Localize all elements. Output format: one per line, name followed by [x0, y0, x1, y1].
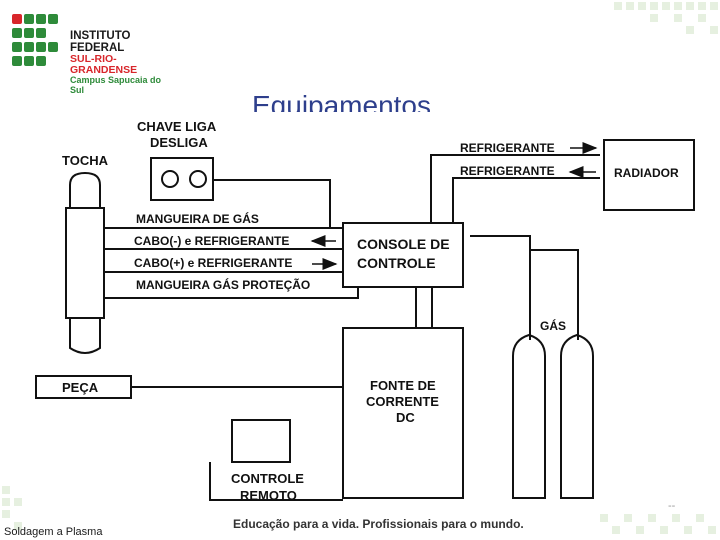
slide-title: Equipamentos: [252, 90, 432, 112]
radiator-label: RADIADOR: [614, 166, 679, 180]
console-label-line-2: CONTROLE: [357, 255, 436, 271]
logo-line-3: Campus Sapucaia do Sul: [70, 75, 162, 95]
page-number: --: [668, 500, 676, 512]
remote-label-line-2: REMOTO: [240, 488, 297, 503]
remote-cable-line: [209, 462, 343, 501]
switch-right-icon: [189, 170, 207, 188]
shielding-gas-hose-label: MANGUEIRA GÁS PROTEÇÃO: [136, 277, 310, 292]
control-console-box: [342, 222, 464, 288]
logo-line-1: INSTITUTO FEDERAL: [70, 30, 131, 55]
logo-mark-icon: [12, 14, 58, 66]
decorative-grid-top-right: [614, 2, 718, 34]
switch-label-line-1: CHAVE LIGA: [137, 119, 217, 134]
gas-line-to-cylinders: [470, 235, 531, 340]
console-label-line-1: CONSOLE DE: [357, 236, 450, 252]
footer-slogan: Educação para a vida. Profissionais para…: [233, 517, 524, 531]
shielding-gas-hose-line: [104, 287, 359, 299]
torch-tip-icon: [69, 318, 101, 354]
gas-line-to-cylinder-2: [530, 249, 579, 340]
torch-label: TOCHA: [62, 153, 109, 168]
torch-body: [65, 207, 105, 319]
power-source-label-line-1: FONTE DE: [370, 378, 436, 393]
power-source-label-line-3: DC: [396, 410, 415, 425]
refrigerant-line-1: [430, 154, 600, 223]
gas-cylinder-2-icon: [560, 333, 594, 499]
positive-cable-label: CABO(+) e REFRIGERANTE: [134, 256, 292, 270]
refrigerant-line-2: [452, 177, 600, 223]
remote-label-line-1: CONTROLE: [231, 471, 304, 486]
footer-course-name: Soldagem a Plasma: [4, 526, 103, 538]
gas-cylinder-1-icon: [512, 333, 546, 499]
torch-head-icon: [69, 171, 101, 208]
decorative-grid-bottom-left: [2, 486, 22, 530]
switch-left-icon: [161, 170, 179, 188]
on-off-switch-box: [150, 157, 214, 201]
power-source-label-line-2: CORRENTE: [366, 394, 439, 409]
refrigerant-label-1: REFRIGERANTE: [460, 141, 555, 155]
radiator-box: [603, 139, 695, 211]
refrigerant-label-2: REFRIGERANTE: [460, 164, 555, 178]
decorative-grid-bottom-right: [600, 514, 716, 534]
negative-cable-label: CABO(-) e REFRIGERANTE: [134, 234, 289, 248]
logo-line-2: SUL-RIO-GRANDENSE: [70, 53, 138, 77]
remote-control-box: [231, 419, 291, 463]
institution-logo: INSTITUTO FEDERAL SUL-RIO-GRANDENSE Camp…: [10, 12, 176, 94]
switch-label-line-2: DESLIGA: [150, 135, 208, 150]
gas-label: GÁS: [540, 318, 566, 333]
switch-connection-line: [213, 179, 331, 228]
workpiece-label: PEÇA: [62, 380, 99, 395]
power-source-box: [342, 327, 464, 499]
gas-hose-label: MANGUEIRA DE GÁS: [136, 211, 259, 226]
